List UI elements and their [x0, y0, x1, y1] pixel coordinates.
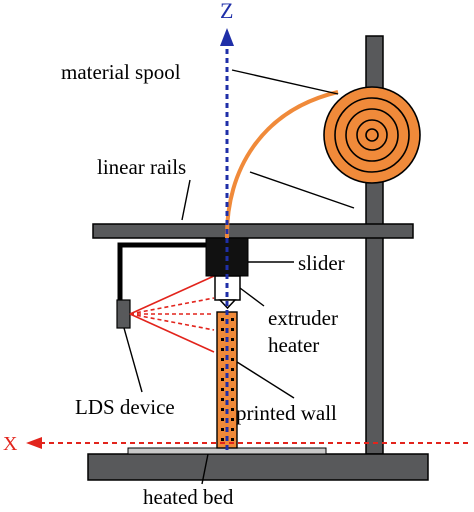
- wall-layer-mark: [231, 388, 234, 391]
- wall-layer-mark: [231, 368, 234, 371]
- wall-layer-mark: [221, 398, 224, 401]
- wall-layer-mark: [221, 368, 224, 371]
- laser-beam-lower: [129, 313, 215, 353]
- wall-layer-mark: [221, 438, 224, 441]
- laser-beam-upper-mid: [129, 297, 215, 315]
- z-axis-label: Z: [220, 0, 233, 23]
- material-spool-label: material spool: [61, 60, 181, 84]
- x-axis-arrowhead: [26, 437, 42, 449]
- wall-layer-mark: [231, 338, 234, 341]
- z-axis-arrowhead: [220, 28, 234, 46]
- laser-beams: [129, 275, 215, 353]
- wall-layer-mark: [231, 398, 234, 401]
- extruder-label-line2: heater: [268, 333, 319, 357]
- wall-layer-mark: [231, 408, 234, 411]
- spool-hub: [365, 128, 379, 142]
- material-spool: [323, 86, 421, 184]
- wall-layer-mark: [221, 388, 224, 391]
- wall-layer-mark: [231, 328, 234, 331]
- wall-layer-mark: [231, 348, 234, 351]
- lds-device-body: [116, 299, 131, 329]
- leader-lds-device: [123, 327, 143, 393]
- spool-ring-3: [345, 108, 399, 162]
- x-axis-label: X: [3, 433, 18, 455]
- linear-rails-label: linear rails: [97, 155, 186, 179]
- wall-layer-mark: [231, 428, 234, 431]
- wall-layer-mark: [221, 358, 224, 361]
- spool-ring-2: [334, 97, 410, 173]
- wall-layer-mark: [221, 318, 224, 321]
- wall-layer-mark: [221, 408, 224, 411]
- wall-layer-mark: [221, 418, 224, 421]
- wall-layer-mark: [221, 378, 224, 381]
- wall-layer-mark: [231, 358, 234, 361]
- wall-layer-mark: [221, 428, 224, 431]
- wall-layer-mark: [221, 338, 224, 341]
- printed-wall-layer-marks: [221, 318, 234, 441]
- leader-linear-rails-bar: [181, 179, 191, 221]
- leader-lines: [123, 69, 355, 485]
- filament: [224, 90, 339, 239]
- lds-device-label: LDS device: [75, 395, 175, 419]
- wall-layer-mark: [221, 328, 224, 331]
- printed-wall-label: printed wall: [236, 401, 337, 425]
- wall-layer-mark: [231, 438, 234, 441]
- spool-outer-ring: [323, 86, 421, 184]
- base-frame: [87, 453, 429, 481]
- laser-beam-upper: [129, 275, 215, 315]
- leader-heated-bed: [201, 453, 209, 485]
- lds-bracket: [117, 242, 206, 315]
- leader-extruder: [239, 287, 265, 307]
- laser-beam-lower-mid: [129, 313, 215, 331]
- linear-rail-bar: [92, 223, 414, 239]
- heated-bed-label: heated bed: [143, 485, 234, 509]
- extruder-label-line1: extruder: [268, 306, 338, 330]
- leader-material-spool: [231, 69, 339, 95]
- wall-layer-mark: [231, 378, 234, 381]
- leader-printed-wall: [236, 361, 295, 399]
- wall-layer-mark: [231, 318, 234, 321]
- leader-linear-rails-post: [249, 171, 355, 209]
- spool-ring-4: [356, 119, 388, 151]
- slider-label: slider: [298, 251, 345, 275]
- wall-layer-mark: [231, 418, 234, 421]
- wall-layer-mark: [221, 348, 224, 351]
